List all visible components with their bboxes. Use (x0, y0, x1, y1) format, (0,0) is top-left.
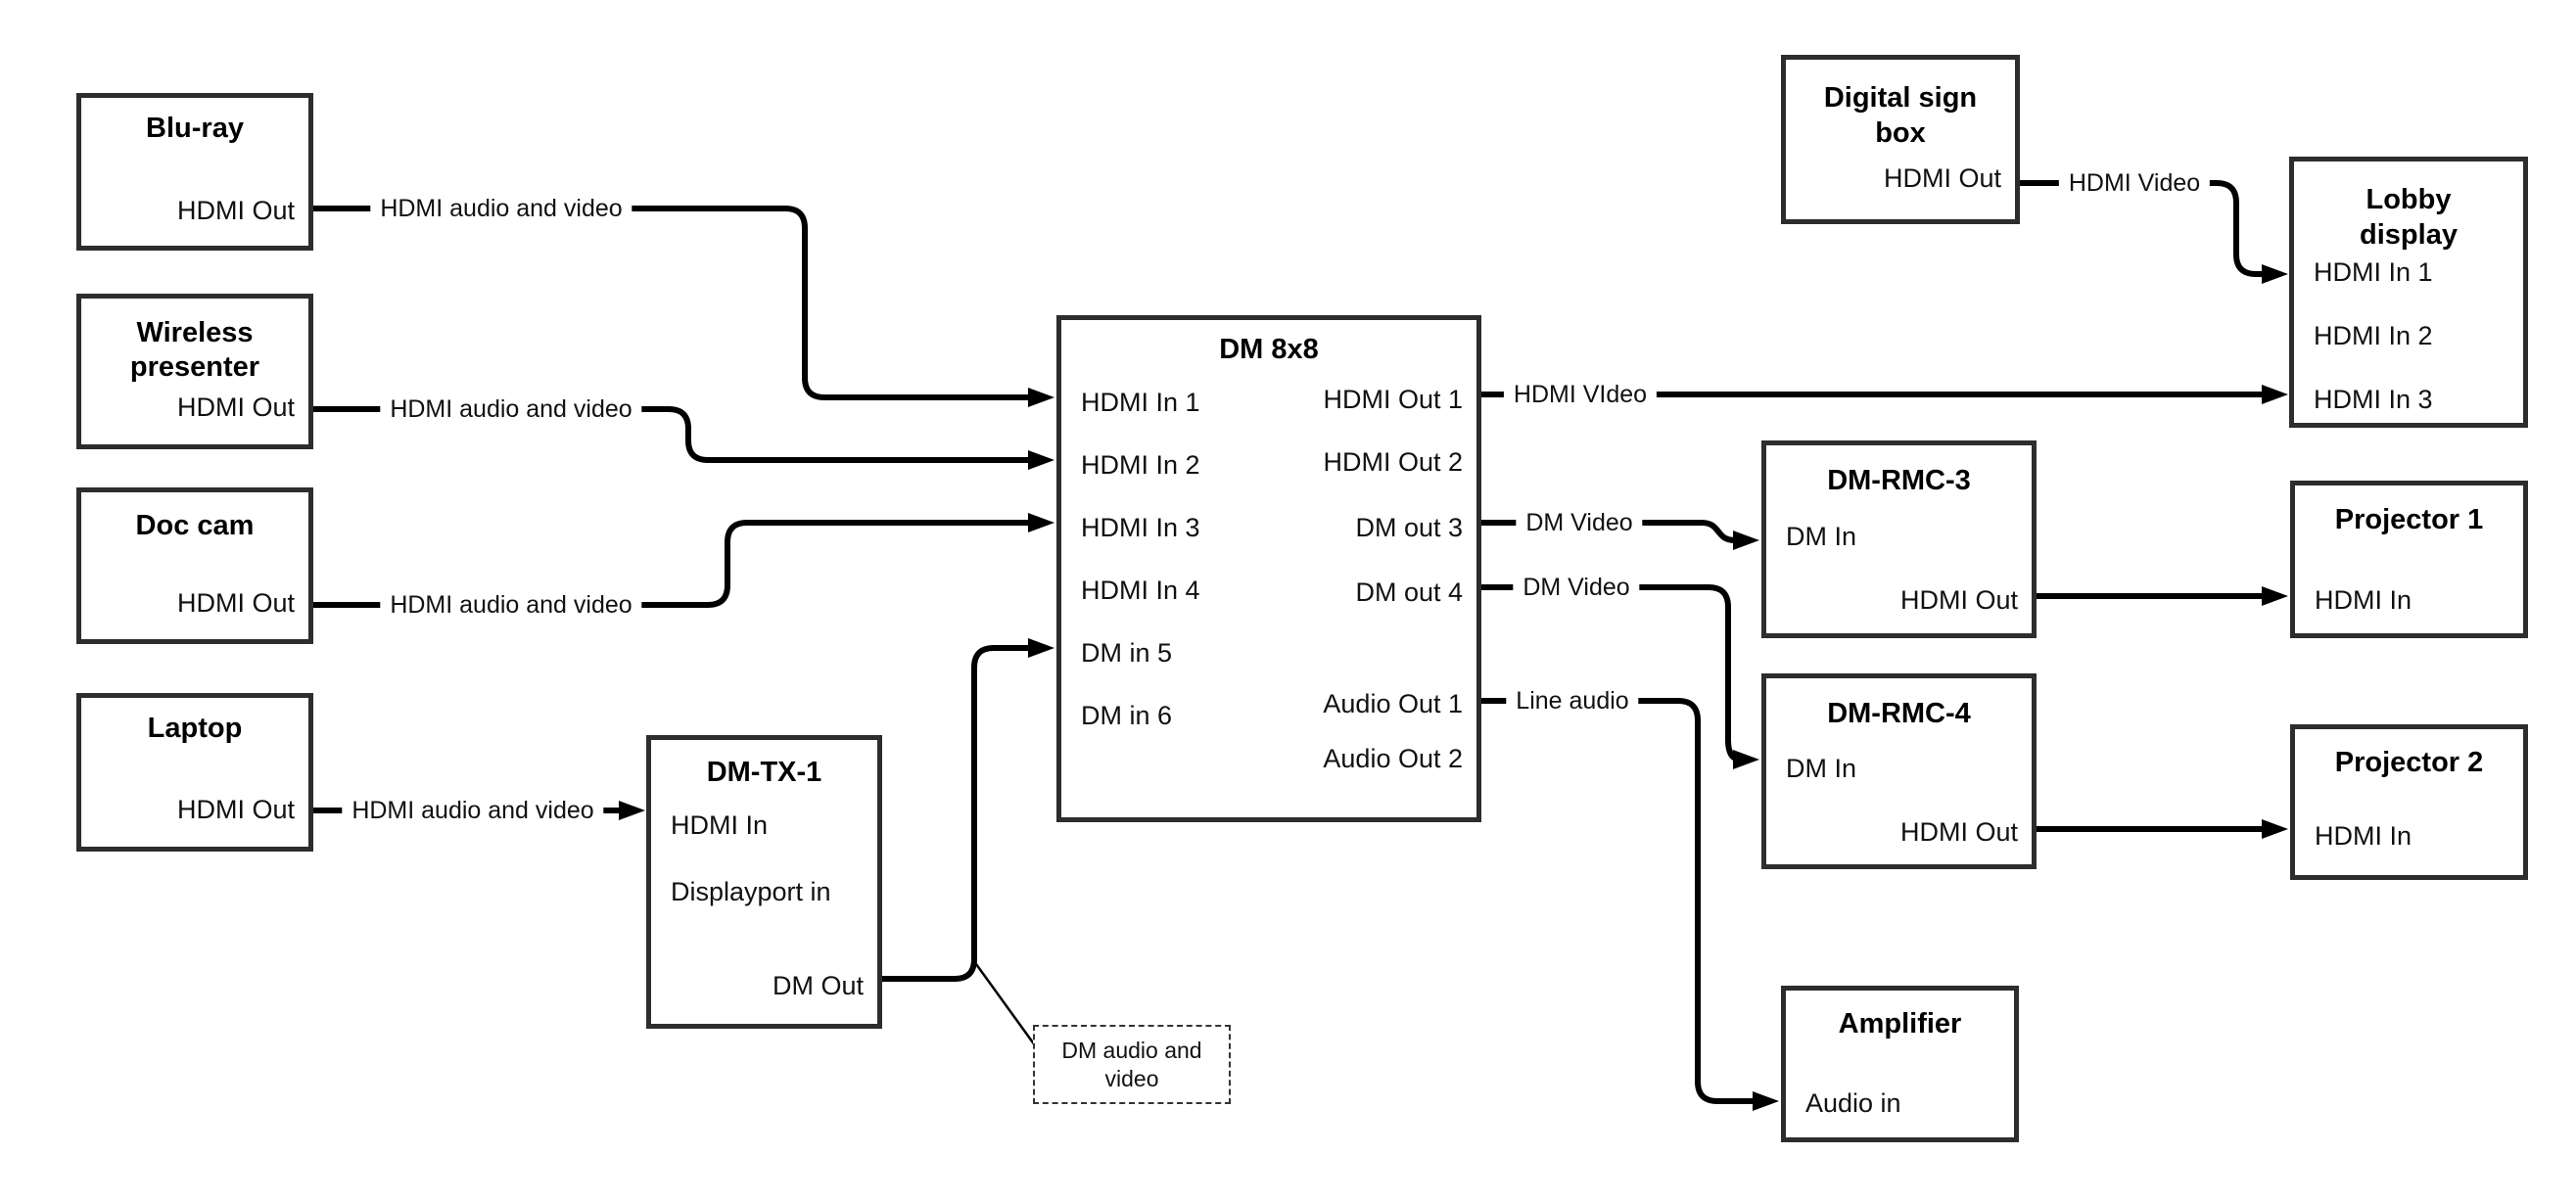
arrowhead-dm8x8-in1 (1028, 388, 1054, 407)
node-wireless-presenter: Wireless presenter HDMI Out (76, 294, 313, 449)
arrowhead-rmc3-dm-in (1733, 531, 1759, 550)
port-dm8x8-hdmi-out-1: HDMI Out 1 (1323, 385, 1463, 414)
arrowhead-rmc4-dm-in (1733, 750, 1759, 769)
callout-dm-audio-video: DM audio and video (1033, 1025, 1231, 1104)
node-dm8x8-title: DM 8x8 (1219, 334, 1319, 365)
arrowhead-dm8x8-in3 (1028, 513, 1054, 532)
edge-dmtx1-to-dm8x8-in5 (882, 645, 1030, 982)
node-digital-sign-box: Digital sign box HDMI Out (1781, 55, 2020, 224)
port-doccam-hdmi-out: HDMI Out (176, 588, 295, 618)
arrowhead-lobby-in3 (2262, 385, 2288, 404)
edge-label-wireless: HDMI audio and video (380, 393, 642, 426)
port-proj1-hdmi-in: HDMI In (2315, 585, 2412, 615)
arrowhead-dm8x8-in2 (1028, 450, 1054, 470)
port-lobby-hdmi-in-1: HDMI In 1 (2314, 257, 2433, 287)
arrowhead-dm8x8-in5 (1028, 638, 1054, 658)
node-bluray-title: Blu-ray (146, 113, 244, 144)
arrowhead-proj1-hdmi-in (2262, 586, 2288, 606)
port-amp-audio-in: Audio in (1805, 1088, 1901, 1118)
port-dm8x8-hdmi-in-3: HDMI In 3 (1081, 513, 1200, 542)
edge-label-audio-out-1: Line audio (1506, 684, 1639, 717)
edge-label-dm-out-3: DM Video (1516, 506, 1643, 539)
node-projector-1: Projector 1 HDMI In (2290, 481, 2528, 638)
port-wireless-hdmi-out: HDMI Out (176, 393, 295, 422)
port-lobby-hdmi-in-3: HDMI In 3 (2314, 385, 2433, 414)
node-laptop: Laptop HDMI Out (76, 693, 313, 852)
port-dm8x8-dm-in-6: DM in 6 (1081, 701, 1173, 730)
arrowhead-proj2-hdmi-in (2262, 819, 2288, 839)
node-rmc4-title: DM-RMC-4 (1827, 698, 1971, 729)
node-amplifier: Amplifier Audio in (1781, 986, 2019, 1142)
node-dm-8x8: DM 8x8 HDMI In 1 HDMI In 2 HDMI In 3 HDM… (1056, 315, 1481, 822)
node-bluray: Blu-ray HDMI Out (76, 93, 313, 251)
edge-label-hdmi-out-1: HDMI VIdeo (1503, 378, 1658, 411)
port-dm8x8-hdmi-in-4: HDMI In 4 (1081, 576, 1200, 605)
port-dm8x8-hdmi-in-1: HDMI In 1 (1081, 388, 1200, 417)
edge-bluray-to-dm8x8-in1 (313, 206, 1030, 400)
port-dm8x8-dm-in-5: DM in 5 (1081, 638, 1173, 668)
edge-dm8x8-audio1-to-amp (1481, 698, 1756, 1104)
edge-label-sign: HDMI Video (2058, 166, 2211, 200)
port-dm8x8-audio-out-1: Audio Out 1 (1323, 689, 1463, 718)
edge-doccam-to-dm8x8-in3 (313, 520, 1030, 608)
edge-label-dm-out-4: DM Video (1513, 571, 1640, 604)
port-dm8x8-dm-out-4: DM out 4 (1355, 577, 1463, 607)
port-dmtx1-displayport-in: Displayport in (671, 877, 831, 906)
port-sign-hdmi-out: HDMI Out (1883, 163, 2001, 193)
arrowhead-dmtx1-hdmi-in (619, 801, 645, 820)
port-bluray-hdmi-out: HDMI Out (176, 196, 295, 225)
port-dm8x8-dm-out-3: DM out 3 (1355, 513, 1463, 542)
edge-label-laptop: HDMI audio and video (342, 794, 604, 827)
node-doccam-title: Doc cam (135, 510, 255, 541)
node-lobby-title: Lobby display (2360, 184, 2458, 251)
port-rmc3-hdmi-out: HDMI Out (1899, 585, 2018, 615)
edge-label-bluray: HDMI audio and video (370, 192, 632, 225)
port-dm8x8-hdmi-out-2: HDMI Out 2 (1323, 447, 1463, 477)
node-dm-tx-1: DM-TX-1 HDMI In Displayport in DM Out (646, 735, 882, 1029)
edge-dm8x8-out4-to-rmc4 (1481, 584, 1742, 762)
node-projector-2: Projector 2 HDMI In (2290, 724, 2528, 880)
arrowhead-amp-audio-in (1753, 1091, 1779, 1111)
node-proj2-title: Projector 2 (2334, 747, 2484, 778)
node-proj1-title: Projector 1 (2334, 504, 2484, 535)
arrowhead-lobby-in1 (2262, 264, 2288, 284)
node-sign-title: Digital sign box (1823, 82, 1978, 149)
edge-dm8x8-out3-to-rmc3 (1481, 520, 1736, 543)
port-dmtx1-dm-out: DM Out (772, 971, 864, 1000)
node-wireless-title: Wireless presenter (129, 317, 260, 383)
port-dm8x8-hdmi-in-2: HDMI In 2 (1081, 450, 1200, 480)
port-rmc4-dm-in: DM In (1786, 754, 1857, 783)
node-dm-rmc-4: DM-RMC-4 DM In HDMI Out (1761, 673, 2037, 869)
port-dm8x8-audio-out-2: Audio Out 2 (1323, 744, 1463, 773)
callout-leader-line (974, 963, 1037, 1046)
port-rmc4-hdmi-out: HDMI Out (1899, 817, 2018, 847)
node-rmc3-title: DM-RMC-3 (1827, 465, 1971, 496)
port-lobby-hdmi-in-2: HDMI In 2 (2314, 321, 2433, 350)
edge-wireless-to-dm8x8-in2 (313, 406, 1030, 463)
node-doc-cam: Doc cam HDMI Out (76, 487, 313, 644)
edge-sign-to-lobby-in1 (2020, 180, 2264, 277)
port-dmtx1-hdmi-in: HDMI In (671, 810, 769, 840)
port-rmc3-dm-in: DM In (1786, 522, 1857, 551)
port-laptop-hdmi-out: HDMI Out (176, 795, 295, 824)
node-dmtx1-title: DM-TX-1 (706, 757, 822, 788)
node-dm-rmc-3: DM-RMC-3 DM In HDMI Out (1761, 440, 2037, 638)
edge-label-doccam: HDMI audio and video (380, 588, 642, 622)
node-lobby-display: Lobby display HDMI In 1 HDMI In 2 HDMI I… (2289, 157, 2528, 428)
node-laptop-title: Laptop (147, 713, 243, 744)
node-amp-title: Amplifier (1838, 1008, 1962, 1039)
port-proj2-hdmi-in: HDMI In (2315, 821, 2412, 851)
